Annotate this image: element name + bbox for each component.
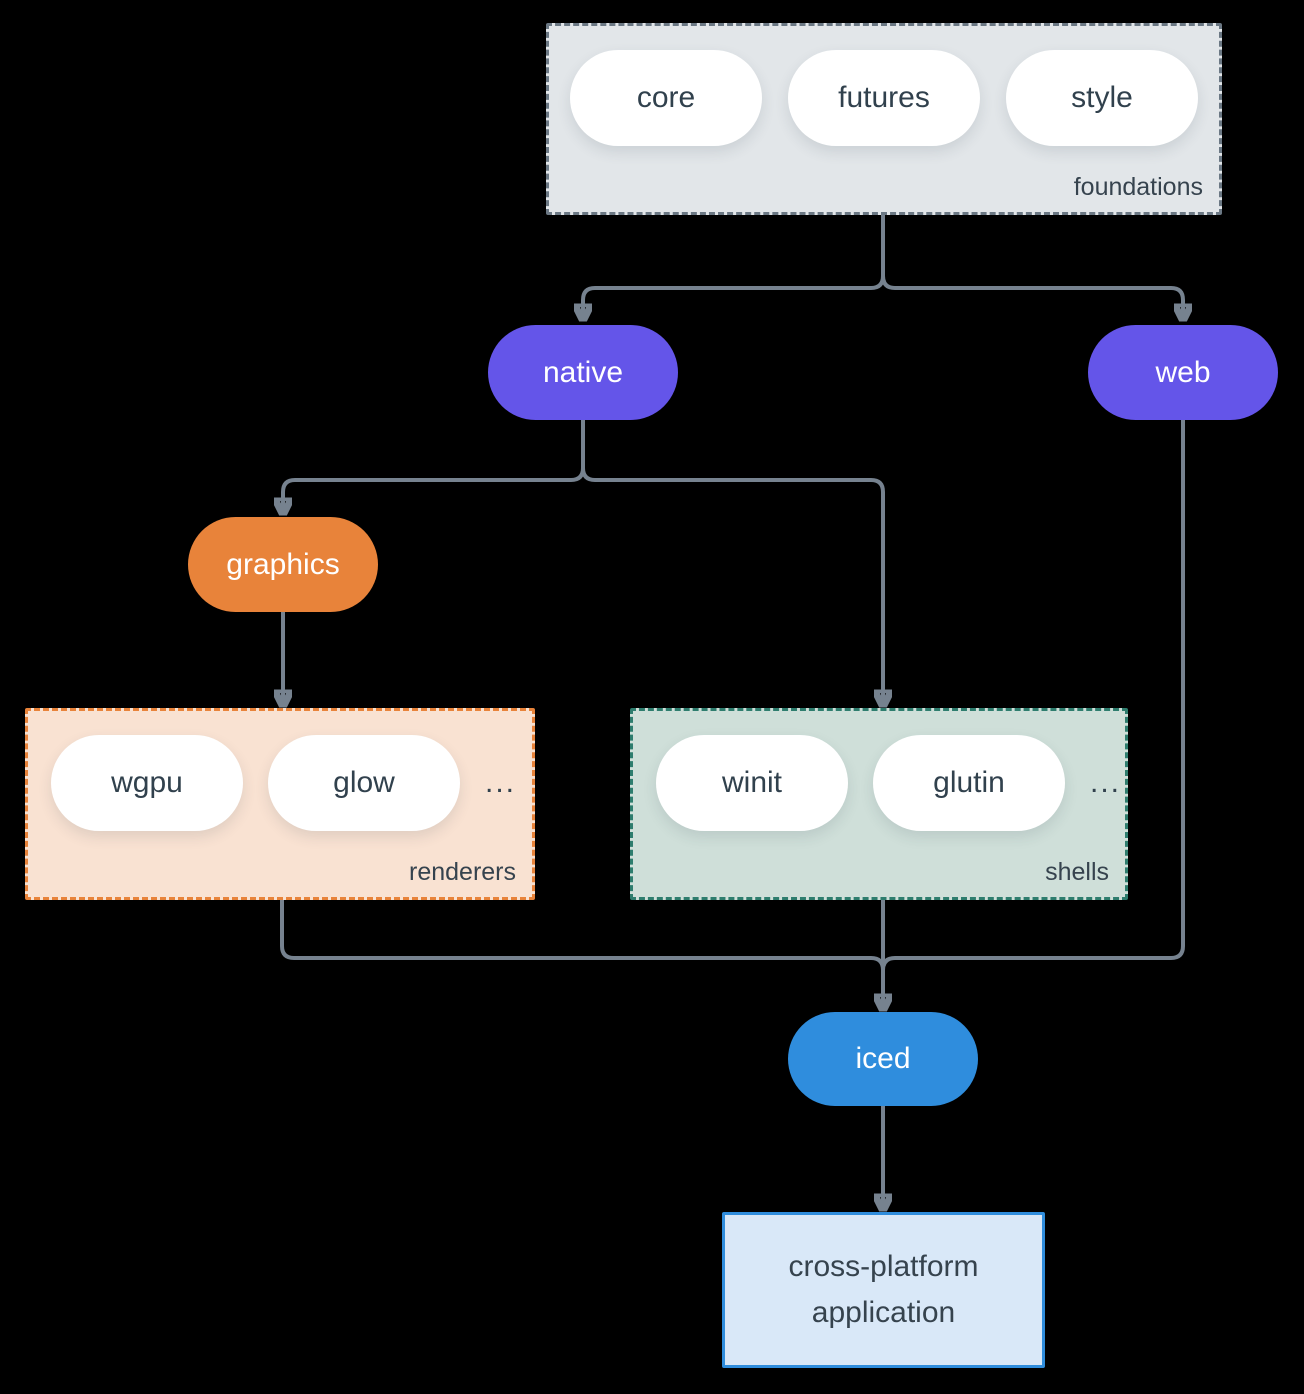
node-cross-platform-application: cross-platform application: [722, 1212, 1045, 1368]
node-core: core: [570, 50, 762, 146]
arrow-foundations-to-web: [881, 215, 1183, 316]
shells-ellipsis: ...: [1090, 766, 1122, 799]
node-native: native: [488, 325, 678, 420]
node-futures: futures: [788, 50, 980, 146]
renderers-group: wgpu glow ... renderers: [25, 708, 535, 900]
arrow-foundations-to-native: [583, 215, 885, 316]
node-style: style: [1006, 50, 1198, 146]
node-winit: winit: [656, 735, 848, 831]
node-wgpu: wgpu: [51, 735, 243, 831]
arrow-native-to-shells: [581, 420, 883, 702]
node-graphics: graphics: [188, 517, 378, 612]
node-web: web: [1088, 325, 1278, 420]
foundations-group: core futures style foundations: [546, 23, 1222, 215]
renderers-ellipsis: ...: [485, 766, 517, 799]
node-glow: glow: [268, 735, 460, 831]
node-iced: iced: [788, 1012, 978, 1106]
line-renderers-to-merge: [280, 900, 885, 971]
node-glutin: glutin: [873, 735, 1065, 831]
renderers-pill-row: wgpu glow ...: [28, 711, 532, 831]
renderers-label: renderers: [409, 858, 516, 886]
foundations-pill-row: core futures style: [549, 26, 1219, 146]
shells-group: winit glutin ... shells: [630, 708, 1128, 900]
shells-label: shells: [1045, 858, 1109, 886]
shells-pill-row: winit glutin ...: [633, 711, 1125, 831]
arrow-native-to-graphics: [283, 420, 585, 510]
foundations-label: foundations: [1073, 173, 1203, 201]
